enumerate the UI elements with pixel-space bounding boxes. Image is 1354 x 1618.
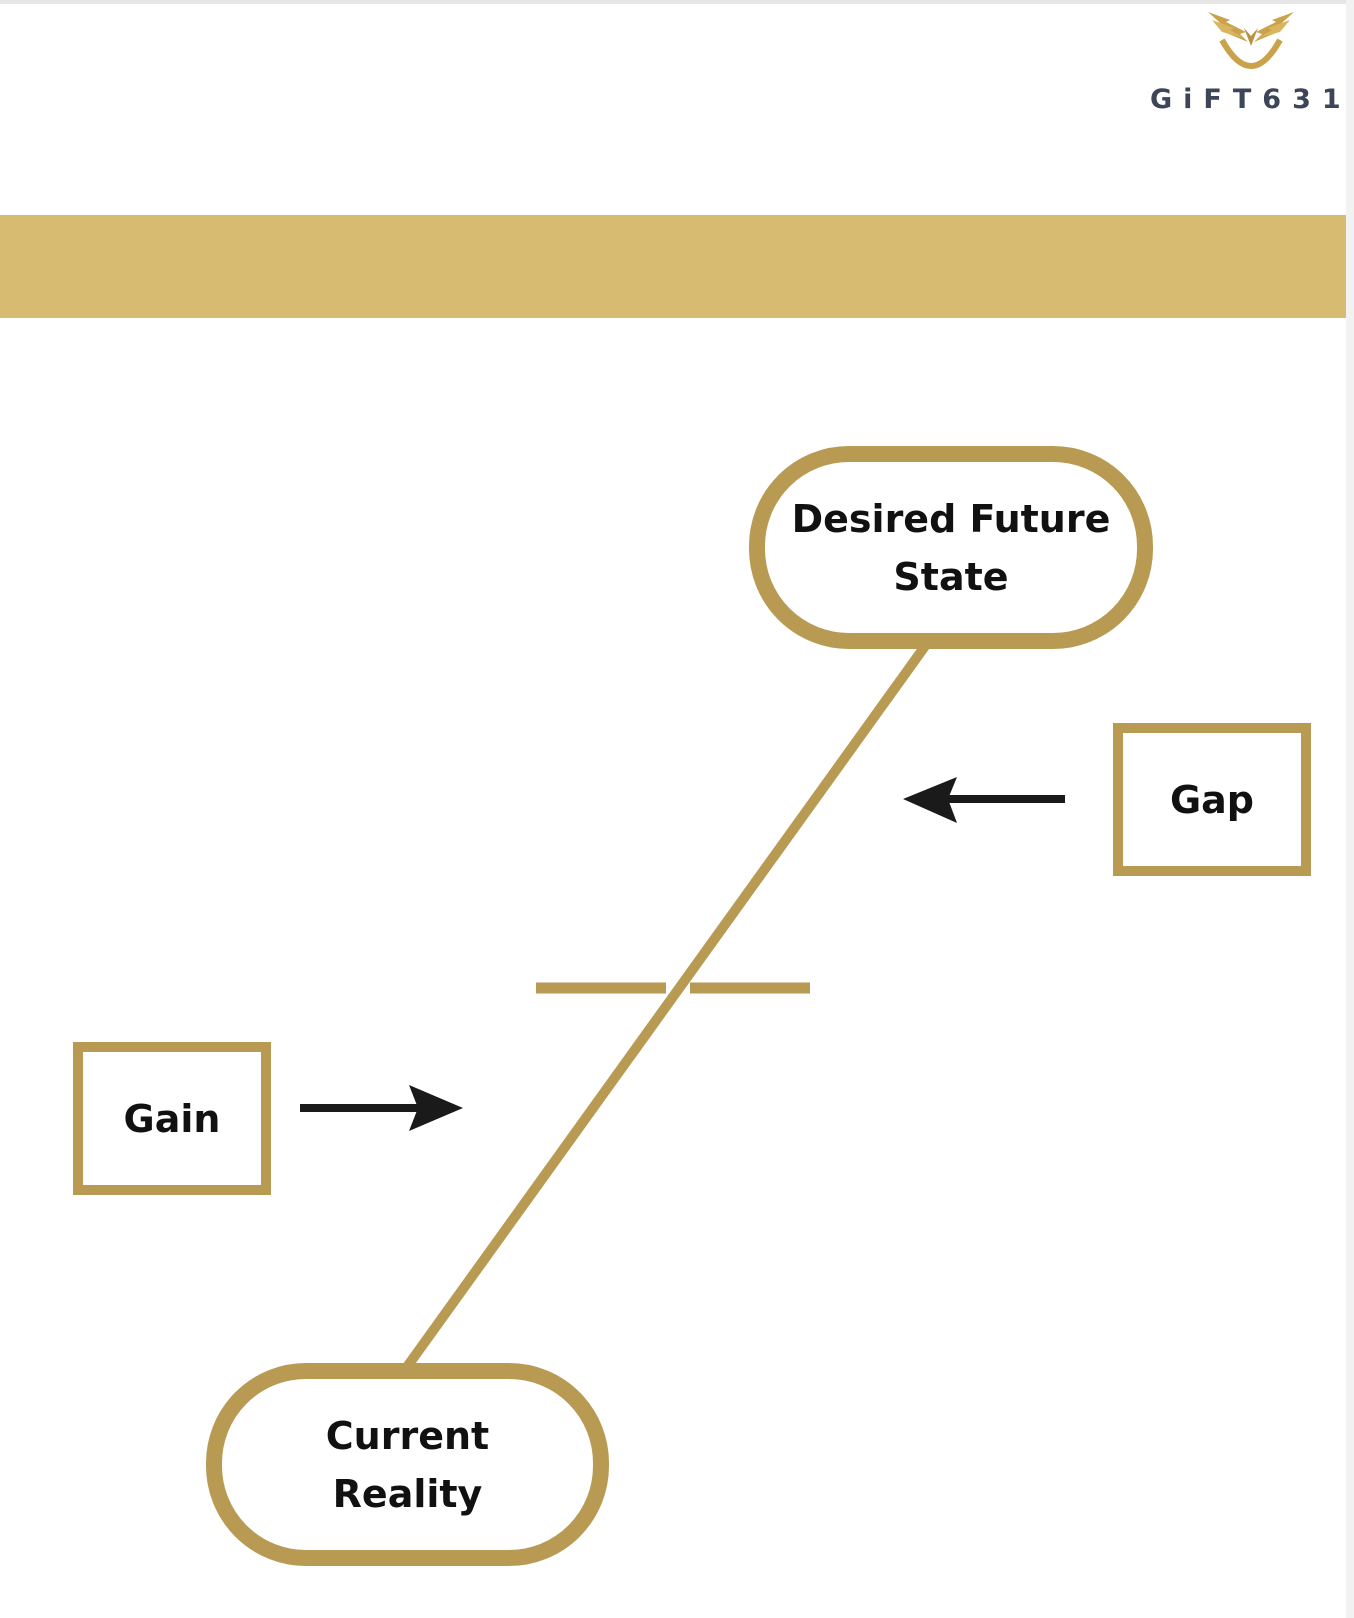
current-reality-line2: Reality xyxy=(332,1471,483,1516)
header-band xyxy=(0,215,1346,318)
brand-logo: GiFT631 xyxy=(1150,6,1350,118)
right-border xyxy=(1346,0,1354,1618)
desired-future-state-line2: State xyxy=(893,554,1009,599)
desired-future-state-node: Desired Future State xyxy=(749,446,1153,649)
gap-label: Gap xyxy=(1169,777,1255,822)
current-reality-line1: Current xyxy=(325,1413,490,1458)
current-reality-label: Current Reality xyxy=(326,1407,489,1523)
progress-line xyxy=(399,639,933,1374)
desired-future-state-line1: Desired Future xyxy=(791,496,1111,541)
gap-box: Gap xyxy=(1113,723,1311,876)
brand-name: GiFT631 xyxy=(1150,84,1352,115)
gap-arrow-head-icon xyxy=(903,777,957,823)
gain-arrow-head-icon xyxy=(409,1085,463,1131)
desired-future-state-label: Desired Future State xyxy=(792,490,1111,606)
winged-crest-icon xyxy=(1208,12,1294,69)
gain-label: Gain xyxy=(123,1096,221,1141)
top-border xyxy=(0,0,1354,4)
current-reality-node: Current Reality xyxy=(206,1363,609,1566)
gain-box: Gain xyxy=(73,1042,271,1195)
